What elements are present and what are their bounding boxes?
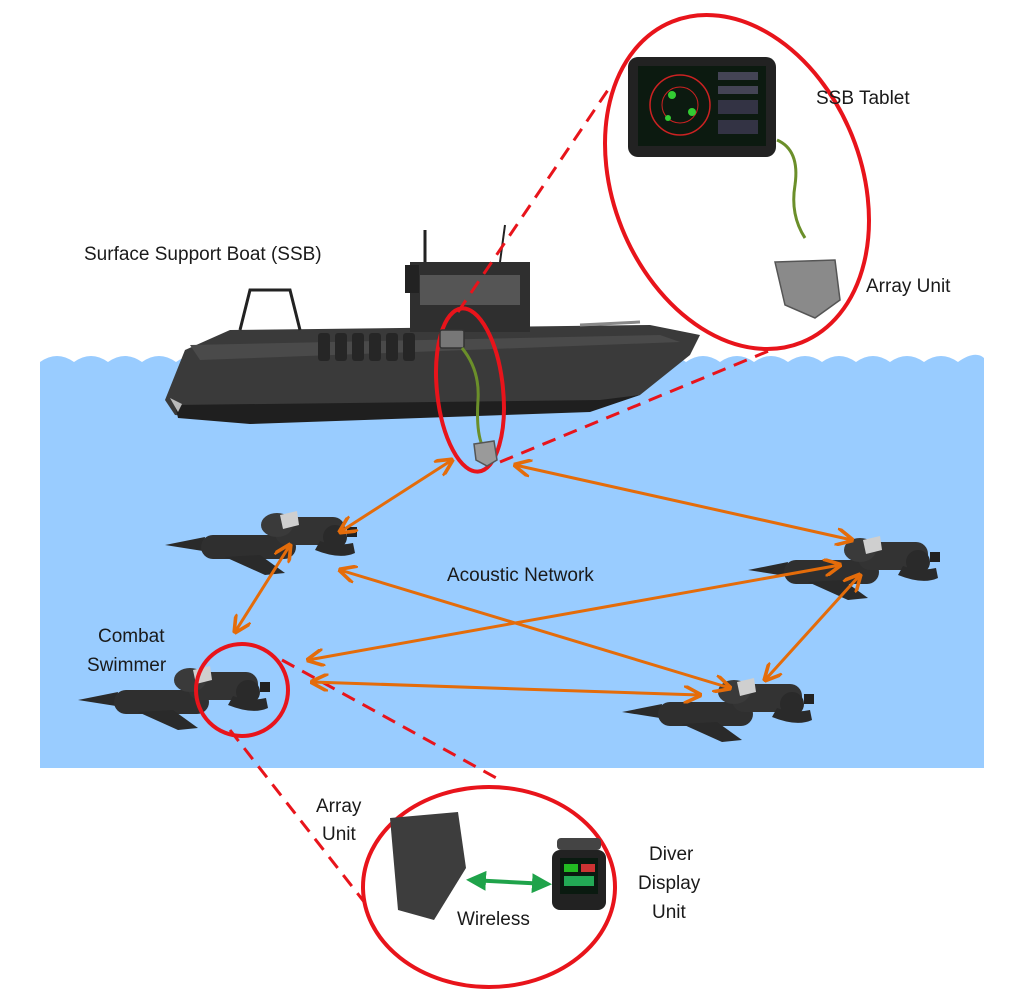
zoom-connector-bottom-right [281,658,501,782]
boat-label: Surface Support Boat (SSB) [84,244,322,265]
array-unit-bottom-label-line1: Array [316,796,362,817]
boat-tablet-icon [439,329,465,349]
acoustic-link-combat-diver4 [312,682,700,695]
zoom-connector-top-right [499,336,801,464]
diver-display-label-line2: Display [638,873,701,894]
bottom-array-unit-icon [390,812,466,920]
boat-array-unit-icon [473,440,498,467]
diver-display-label-line1: Diver [649,844,694,865]
combat-swimmer-callout-ellipse [194,642,290,738]
acoustic-link-diver2-diver4 [765,575,860,680]
boat-icon [165,224,700,424]
acoustic-link-diver1-combat [235,545,290,632]
acoustic-link-combat-diver2 [308,565,840,660]
combat-swimmer-label-line1: Combat [98,626,165,647]
diver-display-icon [552,838,606,910]
top-array-unit-icon [774,259,841,319]
combat-swimmer-label-line2: Swimmer [87,655,167,676]
acoustic-network-label: Acoustic Network [447,565,594,586]
zoom-connector-bottom-left [228,729,374,913]
ssb-tablet-label: SSB Tablet [816,88,910,109]
acoustic-link-boat-diver1 [340,460,452,532]
diver-display-label-line3: Unit [652,902,687,923]
wireless-label: Wireless [457,909,530,930]
boat-cable [460,347,484,446]
acoustic-link-boat-diver2 [515,465,852,540]
wireless-link [466,870,552,894]
tablet-icon [628,57,776,157]
array-unit-bottom-label-line2: Unit [322,824,357,845]
array-unit-top-label: Array Unit [866,276,951,297]
tablet-cable [776,138,807,239]
